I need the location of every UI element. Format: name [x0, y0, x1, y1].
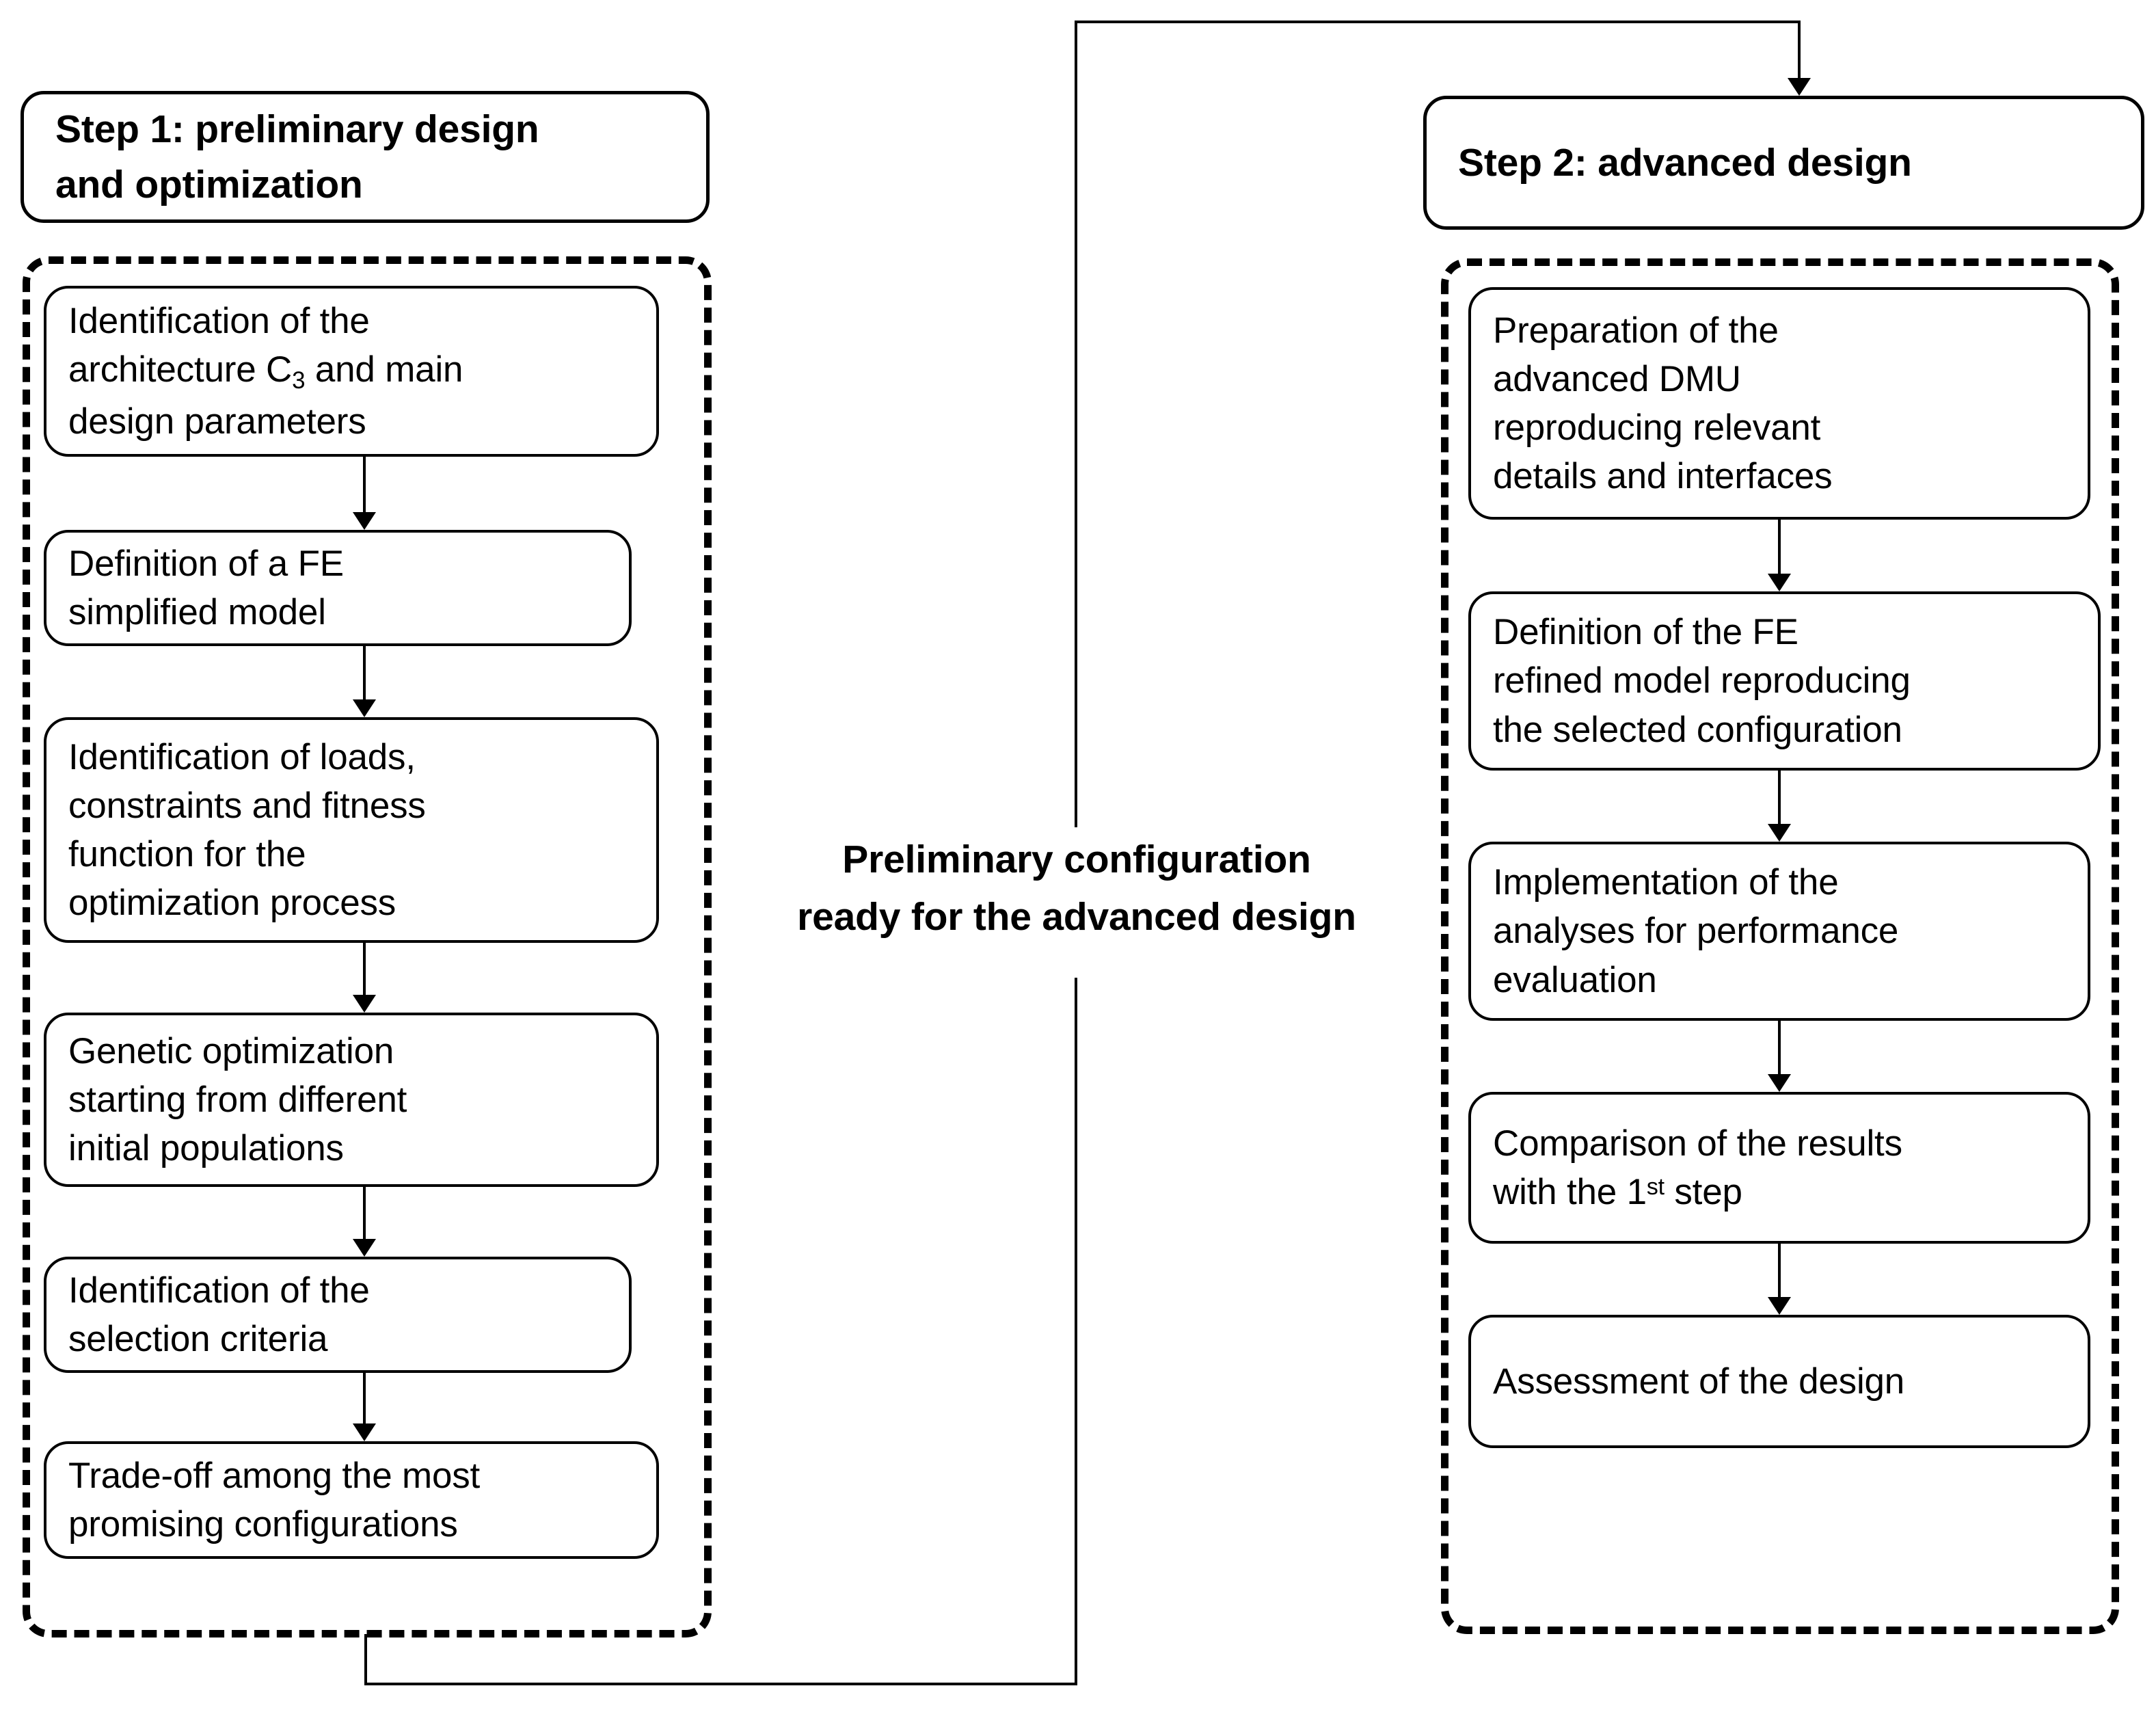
loopback-top-vertical-left	[1075, 21, 1077, 827]
loopback-bottom-vertical-left	[364, 1634, 367, 1685]
step-1-box-5-line-2: selection criteria	[68, 1319, 328, 1359]
step-2-box-preparation-dmu[interactable]: Preparation of the advanced DMU reproduc…	[1468, 287, 2090, 520]
step-2-box-assessment-design[interactable]: Assessment of the design	[1468, 1315, 2090, 1448]
step-1-header-text: Step 1: preliminary design and optimizat…	[55, 102, 539, 213]
step-1-box-3-line-1: Identification of loads,	[68, 736, 416, 777]
step-1-box-identification-architecture[interactable]: Identification of the architecture C3 an…	[44, 286, 659, 457]
step-2-box-2-line-2: refined model reproducing	[1493, 660, 1911, 701]
step-2-dashed-group	[1441, 258, 2119, 1634]
step-1-box-3-line-3: function for the	[68, 834, 306, 874]
step-2-box-3-text: Implementation of the analyses for perfo…	[1493, 858, 1898, 1004]
step-1-box-4-text: Genetic optimization starting from diffe…	[68, 1027, 407, 1173]
step-1-box-6-line-2: promising configurations	[68, 1504, 458, 1545]
step-1-box-definition-fe-simplified-model[interactable]: Definition of a FE simplified model	[44, 530, 632, 646]
step-2-box-1-line-1: Preparation of the	[1493, 310, 1779, 351]
step-1-box-1-text: Identification of the architecture C3 an…	[68, 297, 463, 446]
step-2-box-4-text: Comparison of the results with the 1st s…	[1493, 1119, 1902, 1216]
step-1-box-1-subscript: 3	[292, 366, 306, 394]
step-1-box-trade-off[interactable]: Trade-off among the most promising confi…	[44, 1441, 659, 1559]
step-1-box-5-text: Identification of the selection criteria	[68, 1266, 370, 1363]
step-2-box-4-line-1: Comparison of the results	[1493, 1123, 1902, 1164]
step-2-box-4-line-2-post: step	[1664, 1172, 1742, 1212]
step-1-box-6-line-1: Trade-off among the most	[68, 1455, 481, 1496]
step-2-box-4-line-2: with the 1st step	[1493, 1168, 1902, 1216]
loopback-top-horizontal	[1075, 21, 1799, 23]
step-2-header-line-1: Step 2: advanced design	[1458, 140, 1912, 185]
step-1-box-1-line-1: Identification of the	[68, 301, 370, 342]
center-caption-line-1: Preliminary configuration	[842, 838, 1311, 881]
step-1-header-line-1: Step 1: preliminary design	[55, 107, 539, 151]
step-2-box-implementation-analyses[interactable]: Implementation of the analyses for perfo…	[1468, 842, 2090, 1021]
step-2-box-4-superscript: st	[1646, 1173, 1665, 1200]
step-1-dashed-group	[23, 256, 712, 1637]
step-1-box-4-line-2: starting from different	[68, 1079, 407, 1120]
step-2-box-1-line-4: details and interfaces	[1493, 456, 1833, 497]
step-1-box-2-text: Definition of a FE simplified model	[68, 539, 344, 637]
step-1-box-6-text: Trade-off among the most promising confi…	[68, 1452, 480, 1549]
step-1-box-selection-criteria[interactable]: Identification of the selection criteria	[44, 1257, 632, 1373]
step-1-box-genetic-optimization[interactable]: Genetic optimization starting from diffe…	[44, 1013, 659, 1187]
step-1-header-box: Step 1: preliminary design and optimizat…	[21, 91, 710, 223]
step-1-box-1-line-3: design parameters	[68, 401, 366, 442]
step-2-box-comparison-results[interactable]: Comparison of the results with the 1st s…	[1468, 1092, 2090, 1244]
step-1-box-4-line-1: Genetic optimization	[68, 1030, 394, 1071]
step-1-box-3-line-4: optimization process	[68, 883, 396, 924]
center-caption-line-2: ready for the advanced design	[797, 895, 1356, 939]
step-2-box-4-line-2-pre: with the 1	[1493, 1172, 1647, 1212]
step-2-box-2-line-1: Definition of the FE	[1493, 612, 1798, 653]
step-1-box-1-line-2-pre: architecture C	[68, 349, 293, 390]
step-1-header-line-2: and optimization	[55, 162, 363, 206]
step-1-box-2-line-1: Definition of a FE	[68, 543, 344, 584]
step-2-box-3-line-1: Implementation of the	[1493, 862, 1839, 903]
step-1-box-3-text: Identification of loads, constraints and…	[68, 733, 426, 927]
step-1-box-1-line-2: architecture C3 and main	[68, 345, 463, 397]
step-2-header-box: Step 2: advanced design	[1423, 96, 2144, 230]
loopback-bottom-horizontal	[364, 1683, 1077, 1685]
loopback-center-vertical-lower	[1075, 978, 1077, 1684]
step-2-box-1-text: Preparation of the advanced DMU reproduc…	[1493, 306, 1833, 500]
center-caption: Preliminary configuration ready for the …	[766, 831, 1388, 946]
step-2-box-2-line-3: the selected configuration	[1493, 709, 1902, 750]
step-1-box-2-line-2: simplified model	[68, 592, 326, 632]
step-2-box-definition-fe-refined-model[interactable]: Definition of the FE refined model repro…	[1468, 591, 2101, 771]
step-2-header-text: Step 2: advanced design	[1458, 135, 1912, 191]
step-2-box-3-line-2: analyses for performance	[1493, 911, 1899, 952]
step-1-box-identification-loads[interactable]: Identification of loads, constraints and…	[44, 717, 659, 943]
step-1-box-3-line-2: constraints and fitness	[68, 785, 426, 826]
step-2-box-1-line-2: advanced DMU	[1493, 358, 1741, 399]
step-2-box-1-line-3: reproducing relevant	[1493, 407, 1821, 448]
step-2-box-3-line-3: evaluation	[1493, 959, 1657, 1000]
step-2-box-5-line-1: Assessment of the design	[1493, 1361, 1905, 1402]
step-1-box-4-line-3: initial populations	[68, 1128, 344, 1168]
step-1-box-5-line-1: Identification of the	[68, 1270, 370, 1311]
step-2-box-5-text: Assessment of the design	[1493, 1357, 1904, 1406]
step-2-box-2-text: Definition of the FE refined model repro…	[1493, 608, 1911, 753]
step-1-box-1-line-2-post: and main	[305, 349, 463, 390]
